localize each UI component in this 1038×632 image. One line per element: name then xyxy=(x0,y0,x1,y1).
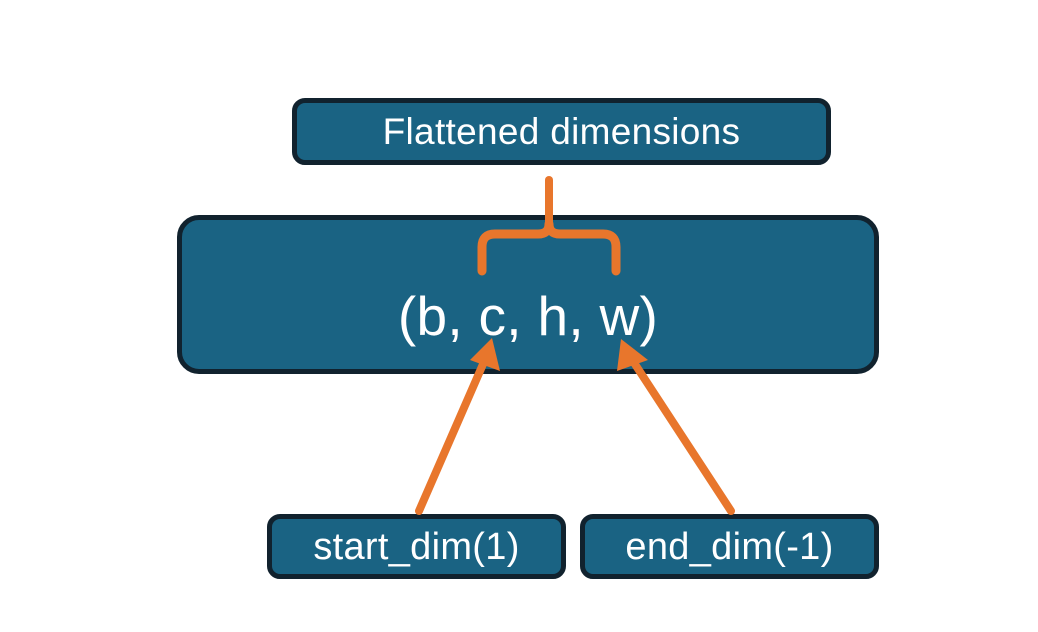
tensor-shape-node[interactable]: (b, c, h, w) xyxy=(177,215,879,374)
flattened-dimensions-label: Flattened dimensions xyxy=(382,111,741,152)
start-dim-node[interactable]: start_dim(1) xyxy=(267,514,566,579)
end-dim-node[interactable]: end_dim(-1) xyxy=(580,514,879,579)
flattened-dimensions-node[interactable]: Flattened dimensions xyxy=(292,98,831,165)
start-dim-label: start_dim(1) xyxy=(313,525,520,568)
end-dim-label: end_dim(-1) xyxy=(625,525,834,568)
tensor-shape-label: (b, c, h, w) xyxy=(397,285,659,347)
